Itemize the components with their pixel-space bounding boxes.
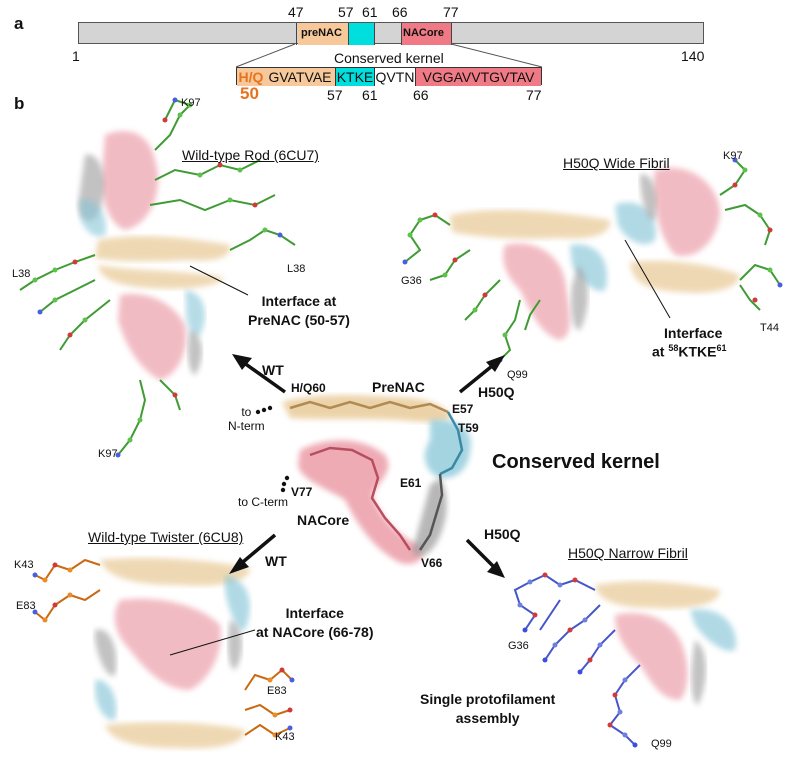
kernel-mark-77: 77 (526, 87, 542, 103)
residue-l38-right: L38 (287, 263, 306, 275)
center-kernel-structure (282, 395, 471, 565)
arrow-label-h50q-bottom: H50Q (484, 526, 521, 542)
residue-g36: G36 (401, 275, 422, 287)
residue-k43-bottom: K43 (275, 731, 295, 743)
nacore-region (401, 23, 451, 45)
kernel-mark-50: 50 (240, 84, 259, 103)
bar-end-label: 140 (681, 48, 705, 64)
prenac-bar-label: preNAC (301, 27, 342, 39)
label-to-cterm: to C-term (238, 495, 289, 509)
label-hq60: H/Q60 (291, 381, 326, 395)
panel-a-letter: a (14, 14, 24, 33)
label-t59: T59 (458, 421, 479, 435)
kernel-qvtn: QVTN (375, 68, 415, 86)
h50q-wide-structure (402, 157, 783, 363)
mark-57: 57 (338, 4, 354, 20)
prenac-region (298, 23, 348, 45)
residue-k97-top: K97 (181, 97, 201, 109)
bar-start-label: 1 (72, 48, 80, 64)
label-to-nterm: to N-term (228, 405, 265, 433)
kernel-gvatvae: GVATVAE (265, 68, 335, 86)
h50q-narrow-title: H50Q Narrow Fibril (568, 545, 688, 561)
kernel-ktke: KTKE (335, 68, 375, 86)
wt-twister-title: Wild-type Twister (6CU8) (88, 529, 244, 545)
residue-k97: K97 (723, 150, 743, 162)
h50q-wide-interface-line2: at 58KTKE61 (652, 343, 727, 360)
label-v77: V77 (291, 485, 313, 499)
terminus-dots (255, 405, 290, 493)
h50q-wide-interface-line1: Interface (664, 325, 723, 341)
protein-sequence-bar (78, 22, 704, 45)
residue-l38-left: L38 (12, 268, 31, 280)
arrow-label-wt-bottom: WT (265, 553, 287, 569)
panel-b-letter: b (14, 94, 25, 113)
wt-twister-interface-label: Interface at NACore (66-78) (256, 605, 374, 640)
ktke-region (348, 23, 374, 45)
residue-e83-right: E83 (267, 685, 287, 697)
mark-77: 77 (443, 4, 459, 20)
kernel-hq: H/Q (237, 68, 265, 86)
mark-61: 61 (362, 4, 378, 20)
mark-47: 47 (288, 4, 304, 20)
label-prenac: PreNAC (372, 379, 425, 395)
residue-g36-narrow: G36 (508, 640, 529, 652)
kernel-sequence-box: H/Q GVATVAE KTKE QVTN VGGAVVTGVTAV (236, 67, 542, 86)
label-e57: E57 (452, 402, 474, 416)
residue-q99-narrow: Q99 (651, 738, 672, 750)
kernel-vggavvtgvtav: VGGAVVTGVTAV (415, 68, 541, 86)
residue-k97-bottom: K97 (98, 448, 118, 460)
kernel-mark-57: 57 (327, 87, 343, 103)
label-e61: E61 (400, 476, 422, 490)
mark-66: 66 (392, 4, 408, 20)
wt-rod-interface-label: Interface at PreNAC (50-57) (248, 293, 350, 328)
wt-rod-title: Wild-type Rod (6CU7) (182, 147, 319, 163)
residue-k43-top: K43 (14, 559, 34, 571)
kernel-mark-61: 61 (362, 87, 378, 103)
residue-e83-left: E83 (16, 600, 36, 612)
label-nacore: NACore (297, 512, 350, 528)
label-v66: V66 (421, 556, 443, 570)
arrow-label-wt-top: WT (262, 362, 284, 378)
h50q-wide-title: H50Q Wide Fibril (563, 155, 670, 171)
arrow-label-h50q-top: H50Q (478, 384, 515, 400)
kernel-title: Conserved kernel (334, 50, 444, 66)
residue-q99: Q99 (507, 369, 528, 381)
residue-t44: T44 (760, 322, 779, 334)
nacore-bar-label: NACore (403, 27, 444, 39)
wt-rod-structure (19, 97, 296, 458)
center-kernel-title: Conserved kernel (492, 451, 660, 473)
transition-arrows (229, 354, 505, 578)
h50q-narrow-note: Single protofilament assembly (420, 691, 556, 726)
kernel-mark-66: 66 (413, 87, 429, 103)
h50q-narrow-structure (513, 572, 736, 748)
wt-twister-structure (32, 557, 295, 749)
